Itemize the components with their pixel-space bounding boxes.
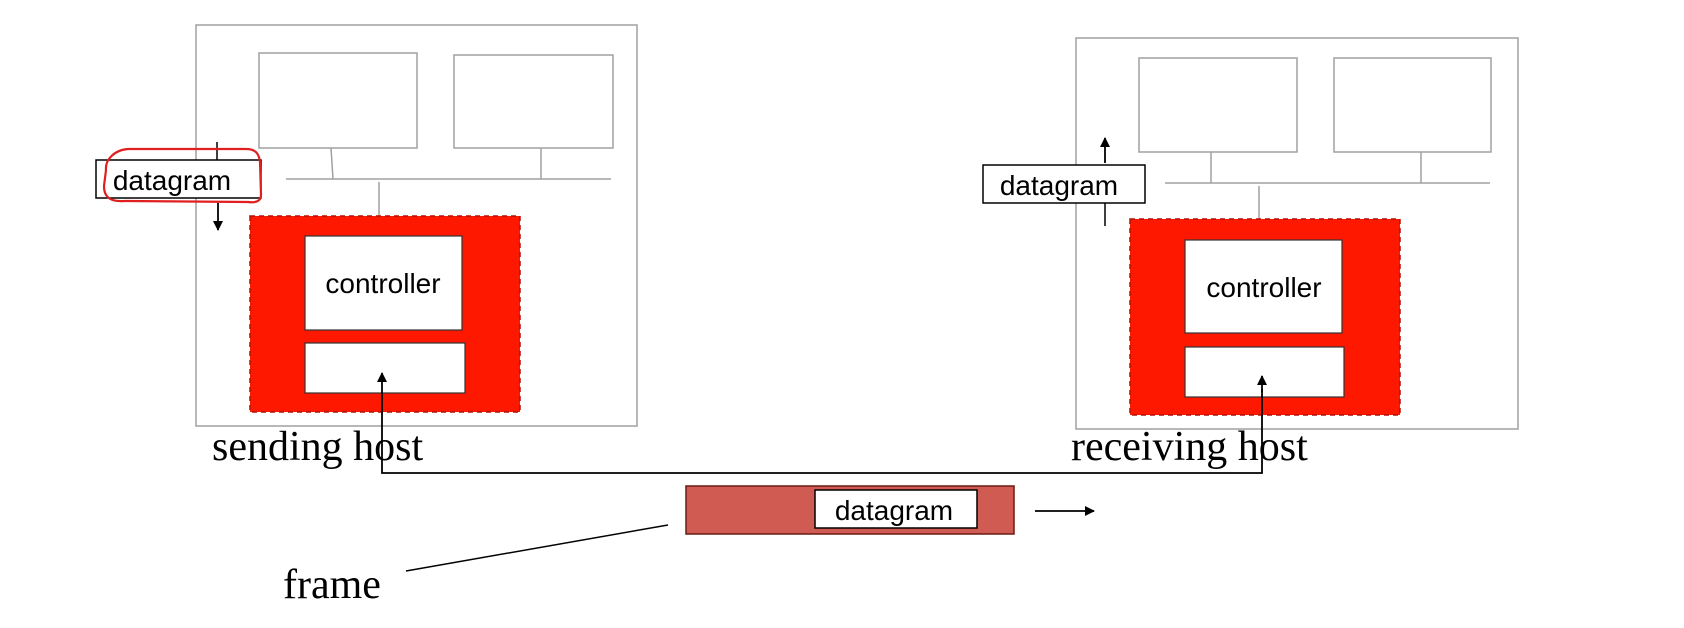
- frame-datagram-box: [814, 489, 978, 529]
- frame-datagram-label: datagram: [835, 495, 953, 526]
- receiving-host-component-left: [1138, 57, 1298, 153]
- sending-host-bus-drop-left: [330, 147, 334, 180]
- sending-phy-box: [304, 342, 466, 394]
- sending-datagram-label: datagram: [113, 165, 231, 196]
- receiving-host-component-right: [1333, 57, 1492, 153]
- link: datagram frame: [283, 372, 1267, 608]
- receiving-controller-box: [1184, 239, 1343, 334]
- link-path: [381, 389, 1263, 474]
- sending-controller-box: [304, 235, 463, 331]
- frame-pointer-line: [405, 524, 669, 572]
- frame-label: frame: [283, 562, 381, 608]
- receiving-host-box: [1075, 37, 1519, 430]
- sending-host-box: [195, 24, 638, 427]
- sending-host: controller datagram sending host: [95, 24, 638, 470]
- sending-host-component-left: [258, 52, 418, 149]
- sending-datagram-annotation: [102, 147, 263, 204]
- receiving-host-label: receiving host: [1071, 424, 1308, 470]
- receiving-datagram-box: [982, 164, 1146, 204]
- receiving-phy-box: [1184, 346, 1345, 398]
- sending-controller-label: controller: [325, 268, 440, 299]
- receiving-controller-label: controller: [1206, 272, 1321, 303]
- sending-host-label: sending host: [212, 424, 424, 470]
- receiving-host: controller datagram receiving host: [982, 37, 1519, 470]
- receiving-datagram-label: datagram: [1000, 170, 1118, 201]
- sending-host-component-right: [453, 54, 614, 149]
